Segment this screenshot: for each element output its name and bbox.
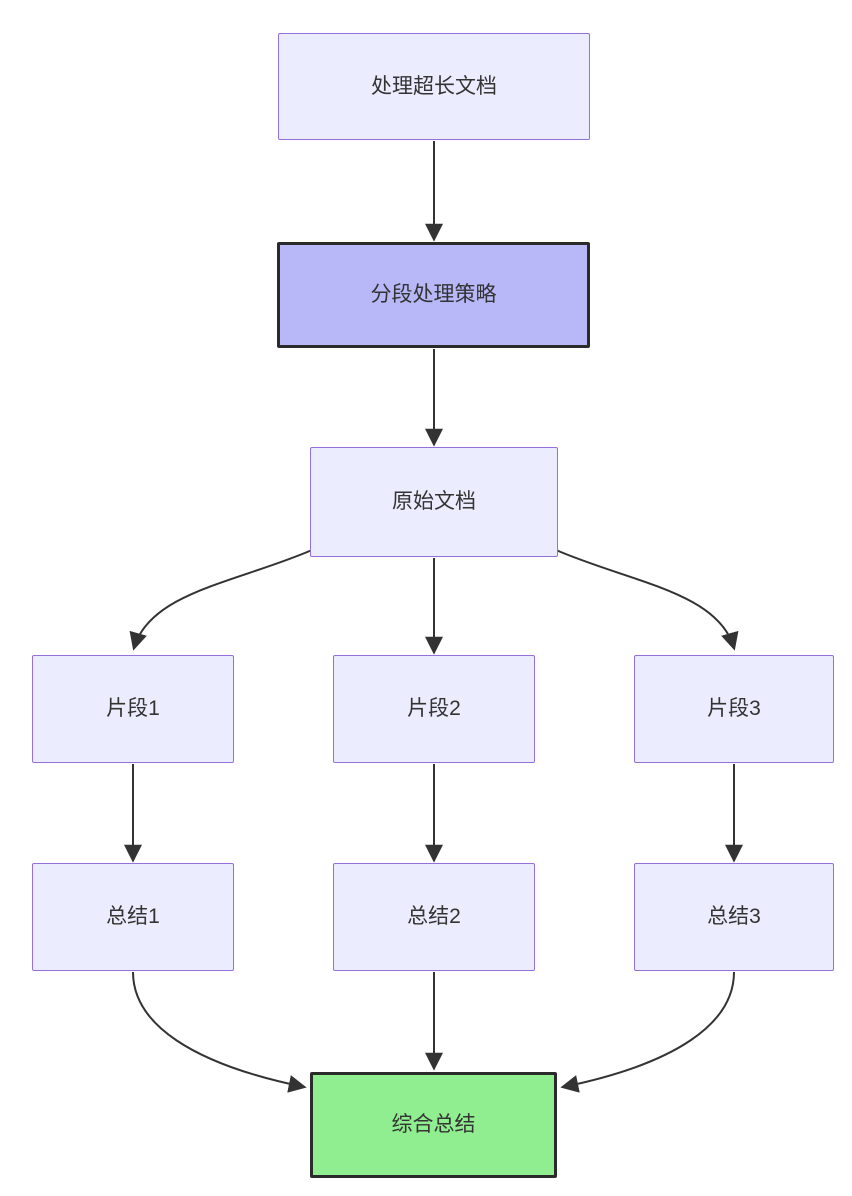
node-summary-3: 总结3 [634, 863, 834, 971]
edge-doc-to-fragment-3 [555, 549, 739, 651]
node-process-long-doc-label: 处理超长文档 [371, 74, 497, 98]
node-fragment-1-label: 片段1 [106, 697, 160, 721]
node-fragment-3-label: 片段3 [707, 697, 761, 721]
edge-doc-to-fragment-1 [129, 549, 313, 651]
node-source-doc-label: 原始文档 [392, 490, 476, 514]
node-summary-2-label: 总结2 [407, 905, 461, 929]
node-summary-2: 总结2 [333, 863, 535, 971]
node-segmentation-strategy: 分段处理策略 [277, 242, 590, 348]
node-summary-1: 总结1 [32, 863, 234, 971]
node-summary-1-label: 总结1 [106, 905, 160, 929]
edge-summary-1-to-final [132, 971, 307, 1093]
node-fragment-2-label: 片段2 [407, 697, 461, 721]
edge-summary-3-to-final [560, 971, 735, 1093]
node-segmentation-strategy-label: 分段处理策略 [370, 283, 497, 307]
node-fragment-2: 片段2 [333, 655, 535, 763]
node-fragment-1: 片段1 [32, 655, 234, 763]
node-fragment-3: 片段3 [634, 655, 834, 763]
node-summary-3-label: 总结3 [707, 905, 761, 929]
node-source-doc: 原始文档 [310, 447, 558, 557]
node-process-long-doc: 处理超长文档 [278, 33, 590, 140]
node-final-summary: 综合总结 [310, 1072, 557, 1178]
node-final-summary-label: 综合总结 [391, 1113, 476, 1137]
